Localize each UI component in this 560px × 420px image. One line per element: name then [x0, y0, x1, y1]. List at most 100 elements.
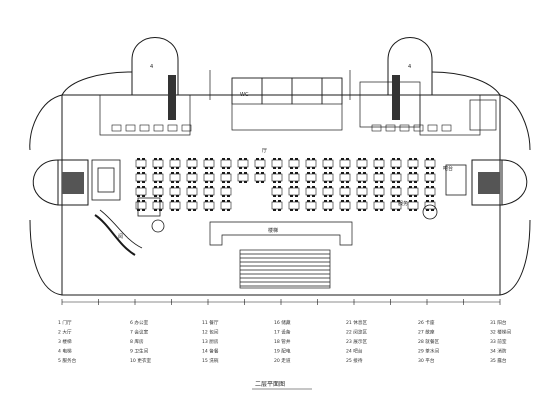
dining-table [237, 158, 249, 169]
legend-entry: 21 休息区 [346, 319, 367, 326]
legend-entry: 5 服务台 [58, 357, 77, 364]
dining-table [424, 200, 436, 211]
dining-table [203, 172, 215, 183]
legend-entry: 35 露台 [490, 357, 507, 364]
dining-table [373, 158, 385, 169]
dining-table [152, 172, 164, 183]
dining-table [373, 186, 385, 197]
dining-table [203, 200, 215, 211]
dining-table [288, 186, 300, 197]
counter-table [427, 124, 438, 132]
dining-table [169, 200, 181, 211]
legend-entry: 20 走道 [274, 357, 291, 364]
stair-label: 楼梯 [268, 227, 278, 234]
dining-table [305, 158, 317, 169]
dining-table [186, 158, 198, 169]
dining-table [356, 200, 368, 211]
left-tower-label: 4 [150, 64, 153, 70]
legend-entry: 10 更衣室 [130, 357, 151, 364]
dining-table [220, 172, 232, 183]
counter-table [181, 124, 192, 132]
grand-staircase [209, 221, 353, 289]
dining-table [135, 158, 147, 169]
counter-table [153, 124, 164, 132]
legend-entry: 14 备餐 [202, 348, 219, 355]
dimension-line [61, 299, 501, 305]
legend-entry: 27 散座 [418, 329, 435, 336]
dining-table [322, 200, 334, 211]
dining-table [271, 200, 283, 211]
counter-table [111, 124, 122, 132]
dining-table [288, 158, 300, 169]
legend-entry: 25 接待 [346, 357, 363, 364]
legend-entry: 34 消防 [490, 348, 507, 355]
legend-entry: 9 卫生间 [130, 348, 149, 355]
legend-entry: 6 办公室 [130, 319, 149, 326]
service-label: 服务 [398, 200, 408, 207]
dining-table [322, 158, 334, 169]
dining-table [424, 186, 436, 197]
counter-table [167, 124, 178, 132]
dining-table [220, 186, 232, 197]
legend-entry: 29 茶水间 [418, 348, 439, 355]
counter-table [139, 124, 150, 132]
dining-table [152, 200, 164, 211]
legend-entry: 28 就餐区 [418, 338, 439, 345]
counter-table [441, 124, 452, 132]
legend-entry: 11 餐厅 [202, 319, 219, 326]
counter-table [371, 124, 382, 132]
legend-entry: 1 门厅 [58, 319, 72, 326]
right-feature-area [422, 164, 467, 220]
counter-table [125, 124, 136, 132]
seating-grid [111, 124, 452, 211]
legend-entry: 22 阅览区 [346, 329, 367, 336]
dining-table [322, 186, 334, 197]
dining-table [288, 200, 300, 211]
legend-entry: 16 储藏 [274, 319, 291, 326]
dining-table [424, 158, 436, 169]
dining-table [169, 158, 181, 169]
dining-table [203, 158, 215, 169]
dining-table [169, 186, 181, 197]
dining-table [220, 200, 232, 211]
dining-table [390, 200, 402, 211]
right-tower-label: 4 [408, 64, 411, 70]
dining-table [186, 172, 198, 183]
dining-table [271, 158, 283, 169]
dining-table [407, 186, 419, 197]
counter-table [385, 124, 396, 132]
legend-entry: 15 洗碗 [202, 357, 219, 364]
counter-table [399, 124, 410, 132]
room-labels: 4 4 厅 阅 服务 楼梯 吧台 WC [118, 64, 453, 240]
legend-entry: 30 平台 [418, 357, 435, 364]
legend-entry: 31 阳台 [490, 319, 507, 326]
dining-table [390, 186, 402, 197]
legend-entry: 24 吧台 [346, 348, 363, 355]
legend-entry: 4 电梯 [58, 348, 72, 355]
dining-table [407, 172, 419, 183]
left-feature-area [91, 159, 165, 256]
dining-table [186, 186, 198, 197]
dining-table [407, 200, 419, 211]
building-outline [29, 37, 531, 296]
legend-entry: 23 展示区 [346, 339, 367, 345]
dining-table [356, 158, 368, 169]
dining-table [339, 200, 351, 211]
dining-table [152, 186, 164, 197]
dining-table [424, 172, 436, 183]
dining-table [373, 200, 385, 211]
bar-label: 吧台 [443, 165, 453, 172]
dining-table [271, 186, 283, 197]
legend-entry: 17 设备 [274, 329, 291, 336]
dining-table [339, 186, 351, 197]
dining-table [390, 158, 402, 169]
dining-table [339, 158, 351, 169]
dining-table [203, 186, 215, 197]
legend-entry: 3 楼梯 [58, 338, 72, 345]
legend-entry: 19 配电 [274, 348, 291, 355]
side-bays [32, 159, 528, 206]
legend-entry: 12 包间 [202, 329, 219, 336]
hall-label: 厅 [262, 148, 267, 154]
dining-table [237, 172, 249, 183]
